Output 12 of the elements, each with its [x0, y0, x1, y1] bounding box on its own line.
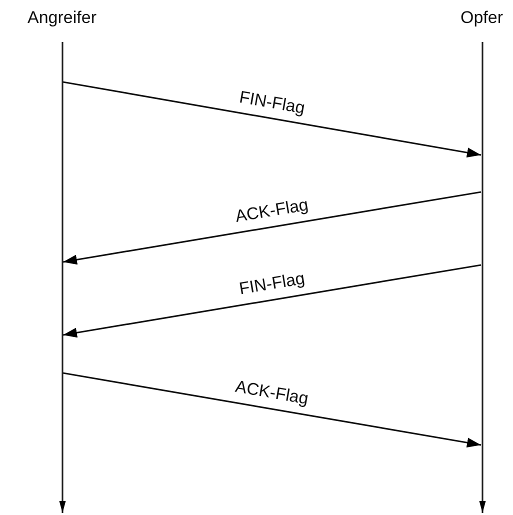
message-arrow — [62, 81, 482, 158]
message-label: FIN-Flag — [238, 88, 306, 118]
participant-lifeline — [460, 8, 504, 513]
message-arrow — [62, 264, 482, 338]
participant-lifeline — [28, 8, 96, 513]
message-arrow — [62, 191, 482, 265]
message-label: ACK-Flag — [234, 378, 310, 408]
message-label: ACK-Flag — [234, 196, 310, 226]
participant-label: Angreifer — [28, 8, 96, 28]
message-arrow — [62, 372, 482, 448]
participant-label: Opfer — [460, 8, 504, 28]
message-label: FIN-Flag — [238, 270, 306, 298]
